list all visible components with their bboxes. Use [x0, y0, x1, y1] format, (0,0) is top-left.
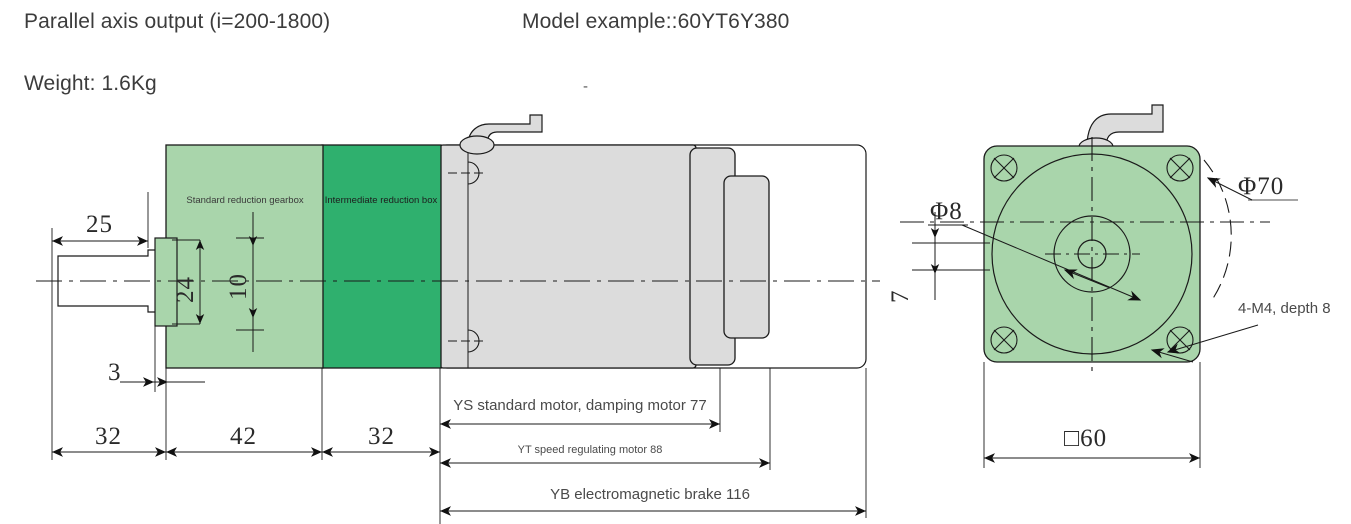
- motor-length-dimensions: YS standard motor, damping motor 77 YT s…: [440, 368, 867, 518]
- dim-yt-label: YT speed regulating motor 88: [518, 444, 663, 456]
- title-weight: Weight: 1.6Kg: [24, 72, 157, 95]
- face-view-annotations: Φ8 Φ70 4-M4, depth 8 7 □60: [887, 173, 1331, 468]
- dia70-text: Φ70: [1238, 173, 1284, 200]
- bottom-dimension-chain: 32 42 32: [51, 340, 441, 524]
- dim-42-text: 42: [230, 423, 257, 450]
- left-dimension-group: 25 24 10 3: [51, 192, 264, 392]
- dim-7-text: 7: [887, 290, 914, 304]
- mounting-hole-tr: [1166, 154, 1194, 182]
- dim-24-text: 24: [172, 276, 199, 303]
- gearbox-front-flange: [154, 237, 178, 327]
- mounting-hole-tl: [990, 154, 1018, 182]
- dim-yb-label: YB electromagnetic brake 116: [550, 486, 750, 503]
- intermediate-reduction-box: [321, 144, 442, 369]
- leader-m4-line2: [1150, 348, 1194, 363]
- title-parallel-axis-output: Parallel axis output (i=200-1800): [24, 10, 331, 33]
- leader-dia70-line: [1206, 177, 1253, 201]
- leader-m4-line: [1166, 324, 1259, 354]
- dim-25-text: 25: [86, 211, 113, 238]
- title-model-example: Model example::60YT6Y380: [522, 10, 790, 33]
- side-view-assembly: [36, 114, 880, 369]
- dim-3-text: 3: [108, 359, 122, 386]
- m4-note-text: 4-M4, depth 8: [1238, 300, 1331, 317]
- leader-dia8-line2: [1063, 269, 1111, 289]
- motor-step-2: [723, 175, 770, 339]
- face-view-assembly: [900, 104, 1270, 372]
- standard-reduction-gearbox-label: Standard reduction gearbox: [186, 195, 303, 206]
- dim-60-text: □60: [1064, 425, 1107, 452]
- dim-10-text: 10: [225, 273, 252, 300]
- bolt-circle-arc-indicator: [1203, 159, 1232, 301]
- dim-32b-text: 32: [368, 423, 395, 450]
- dim-ys-label: YS standard motor, damping motor 77: [453, 397, 706, 414]
- dim-32a-text: 32: [95, 423, 122, 450]
- motor-body: [439, 144, 697, 369]
- dash-mark: -: [583, 78, 589, 95]
- leader-dia8-line: [961, 224, 1142, 301]
- intermediate-reduction-box-label: Intermediate reduction box: [325, 195, 438, 206]
- standard-reduction-gearbox: [165, 144, 324, 369]
- mounting-hole-bl: [990, 326, 1018, 354]
- cable-gland-base-side: [459, 135, 495, 155]
